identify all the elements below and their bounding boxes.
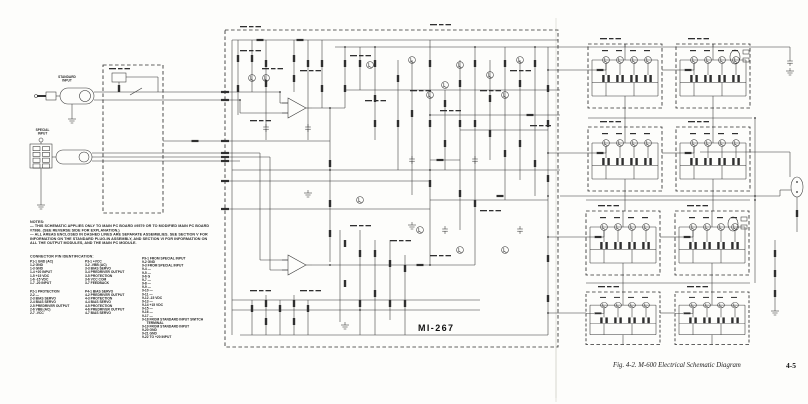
standard-input-label: STANDARD INPUT: [58, 75, 76, 83]
connector-id-title: CONNECTOR PIN IDENTIFICATION:: [30, 254, 94, 259]
note-item: — ALL AREAS ENCLOSED IN DASHED LINES ARE…: [30, 232, 208, 246]
figure-caption: Fig. 4-2. M-600 Electrical Schematic Dia…: [613, 362, 741, 369]
connector-id-title-block: CONNECTOR PIN IDENTIFICATION:: [30, 254, 290, 263]
notes-title: NOTES:: [30, 219, 45, 224]
p9-pin-list: P9-1 FROM SPECIAL INPUT 9-2 GND 9-3 FROM…: [142, 257, 204, 340]
notes-block: NOTES: — THIS SCHEMATIC APPLIES ONLY TO …: [30, 220, 390, 270]
p1-pin-list: P1-1 GND (AC) 1-2 GND 1-3 GND 1-4 +20 IN…: [30, 260, 54, 285]
p4-pin-list: P4-1 BIAS SERVO 4-2 PREDRIVER OUTPUT 4-3…: [85, 290, 125, 315]
p3-pin-list: P3-1 +VCC 3-2 -VBB (AC) 3-3 BIAS SERVO 3…: [85, 260, 125, 285]
special-input-label-block: SPECIAL INPUT: [29, 129, 83, 143]
page-number: 4-5: [786, 361, 796, 370]
p2-pin-list: P2-1 PROTECTION 2-2 — 2-3 BIAS SERVO 2-4…: [30, 290, 70, 315]
special-input-label: SPECIAL INPUT: [35, 128, 50, 136]
module-id-label: MI-267: [418, 323, 455, 333]
note-item: — THIS SCHEMATIC APPLIES ONLY TO MAIN PC…: [30, 223, 210, 233]
standard-input-label-block: STANDARD INPUT: [52, 76, 112, 90]
